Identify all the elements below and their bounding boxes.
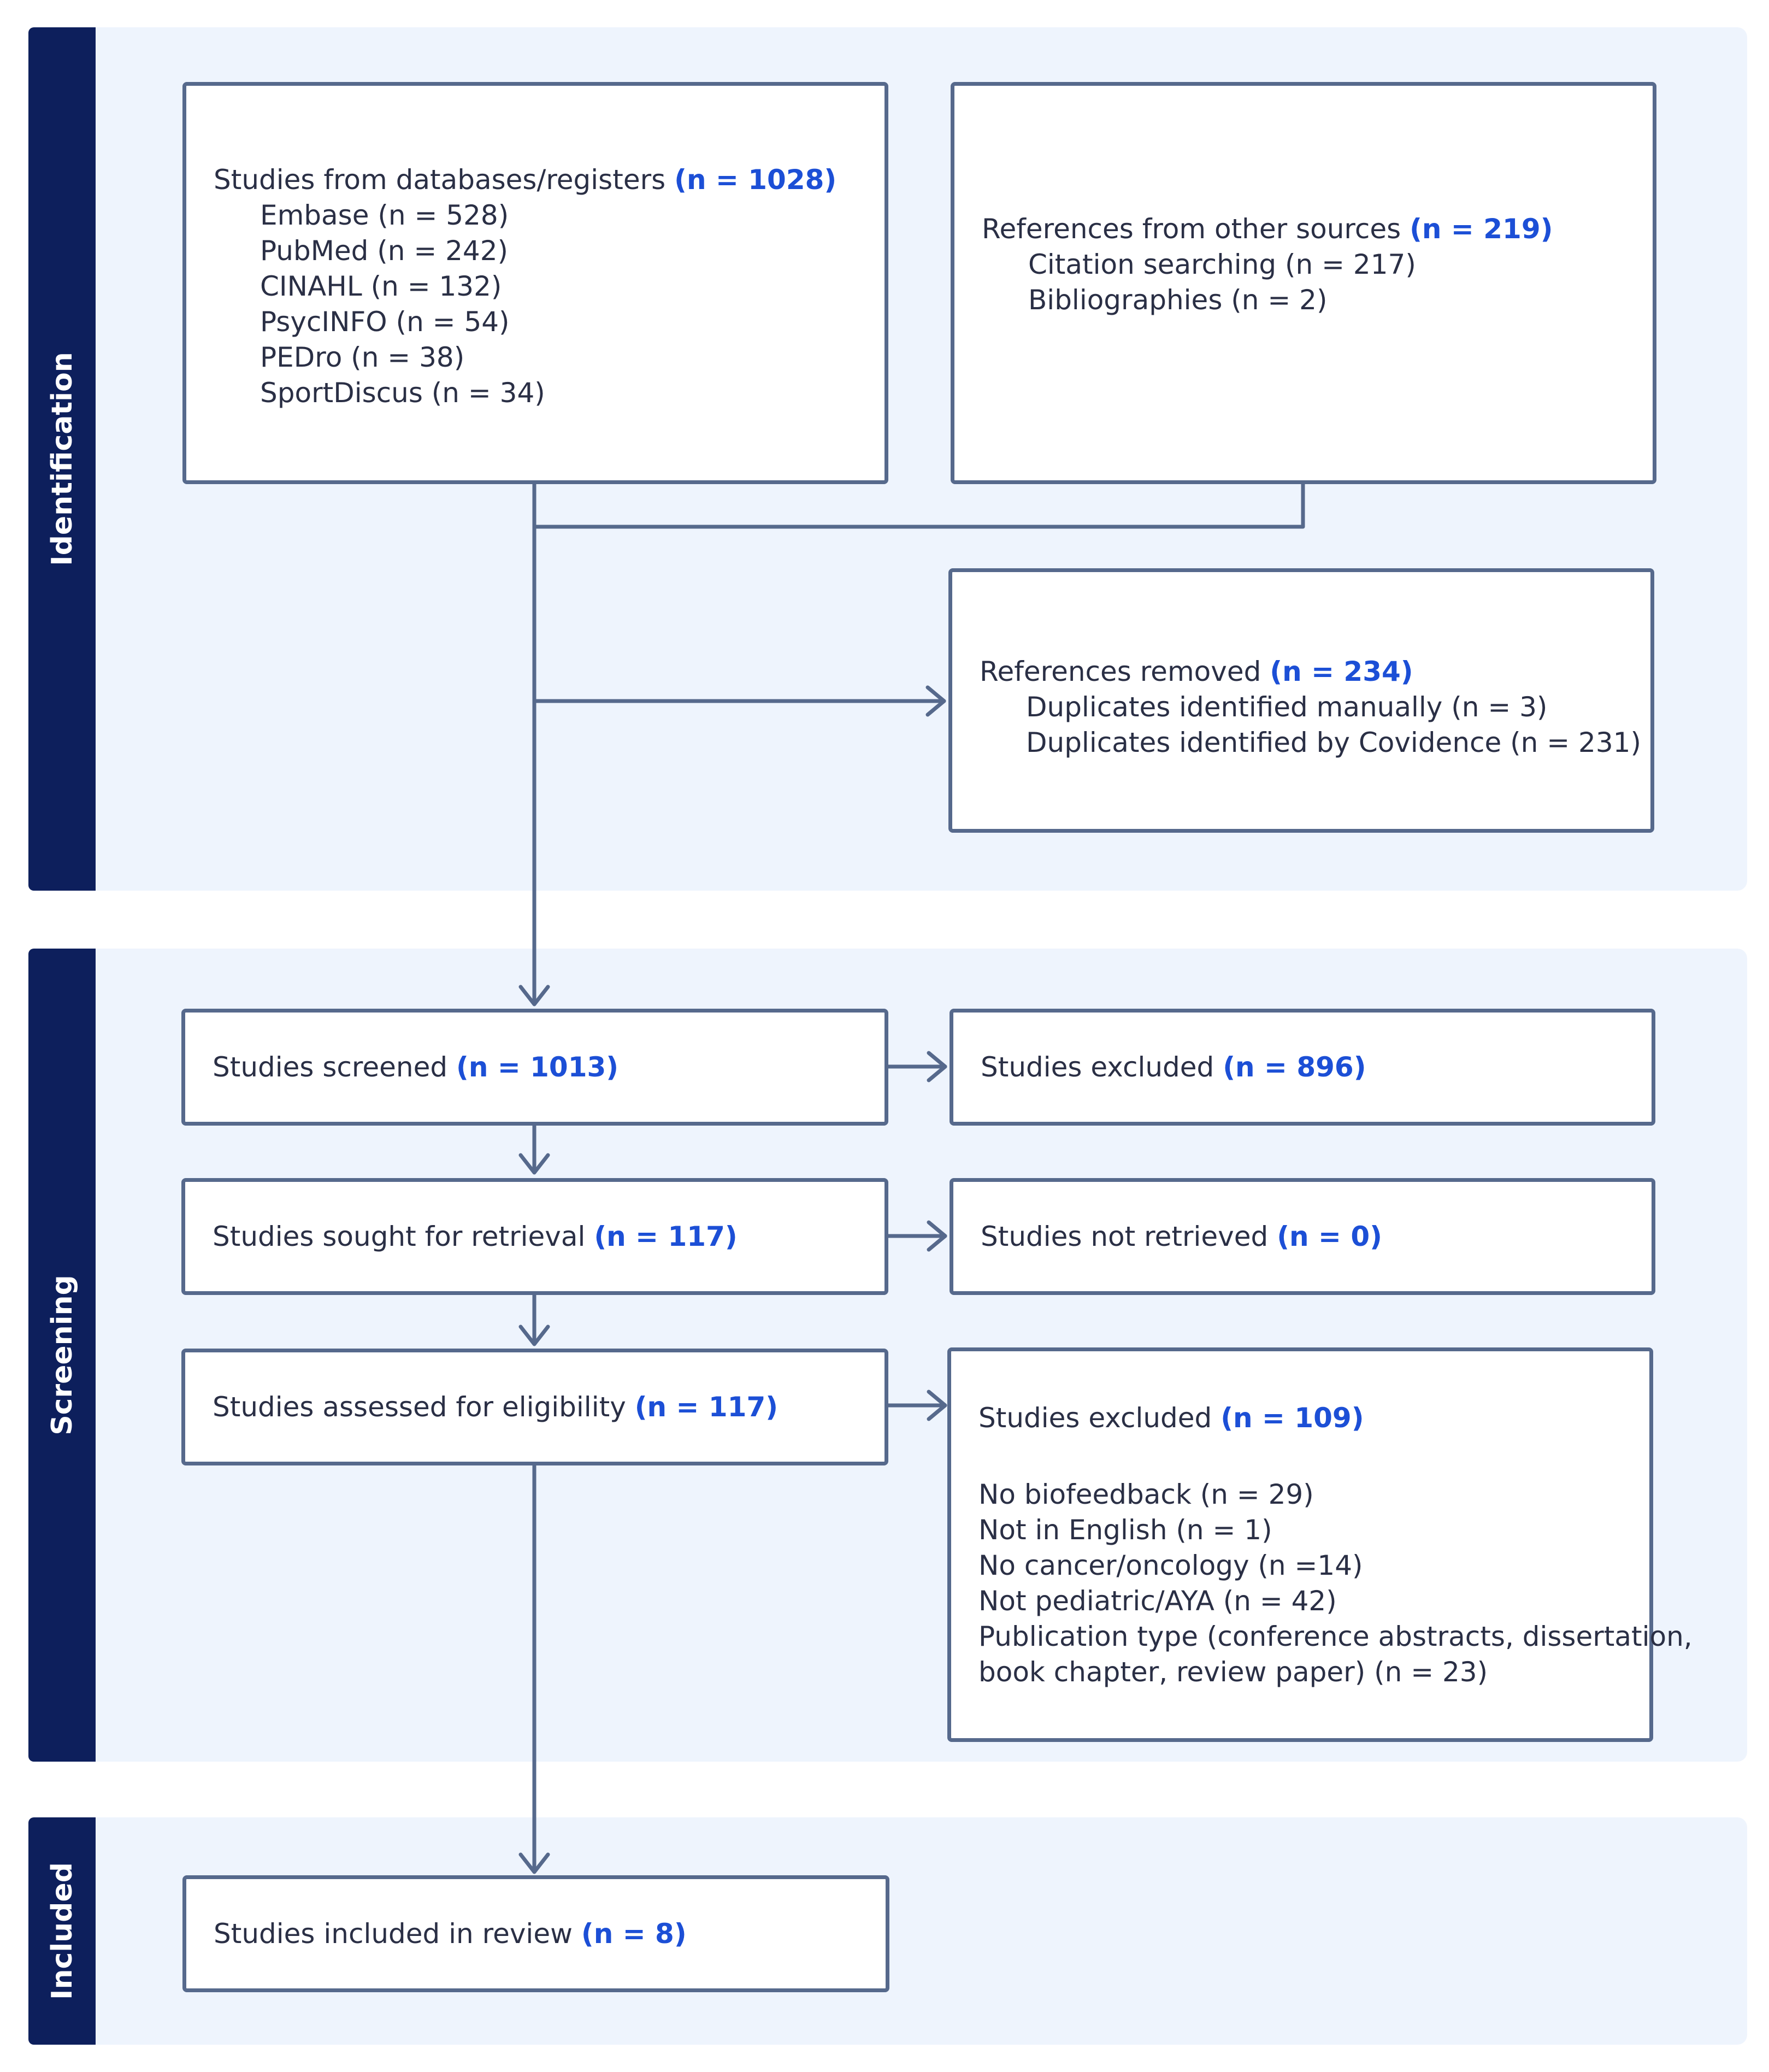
databases-box: Studies from databases/registers (n = 10… — [182, 82, 888, 484]
not-retrieved-count: (n = 0) — [1277, 1220, 1382, 1252]
database-item: PsycINFO (n = 54) — [260, 306, 510, 338]
excluded-screening-title: Studies excluded — [981, 1051, 1214, 1083]
sought-count: (n = 117) — [594, 1220, 738, 1252]
database-item: SportDiscus (n = 34) — [260, 377, 545, 409]
included-count: (n = 8) — [581, 1917, 687, 1950]
removed-box: References removed (n = 234) Duplicates … — [948, 568, 1654, 833]
arrow-not-retrieved — [927, 1220, 947, 1252]
database-item: CINAHL (n = 132) — [260, 270, 502, 302]
exclusion-reason: Publication type (conference abstracts, … — [978, 1621, 1693, 1652]
other-source-item: Bibliographies (n = 2) — [1028, 284, 1328, 316]
exclusion-reason: Not in English (n = 1) — [978, 1514, 1272, 1546]
removed-item: Duplicates identified by Covidence (n = … — [1026, 727, 1641, 758]
removed-count: (n = 234) — [1270, 656, 1413, 687]
arrow-sought — [518, 1153, 550, 1175]
database-item: PubMed (n = 242) — [260, 235, 509, 267]
excluded-screening-count: (n = 896) — [1223, 1051, 1366, 1083]
other-sources-heading: References from other sources (n = 219) — [982, 211, 1653, 247]
excluded-eligibility-box: Studies excluded (n = 109) No biofeedbac… — [947, 1347, 1693, 1742]
removed-item: Duplicates identified manually (n = 3) — [1026, 691, 1548, 723]
databases-count: (n = 1028) — [674, 164, 837, 196]
arrow-screened — [518, 985, 550, 1006]
arrow-removed — [925, 685, 946, 717]
assessed-box: Studies assessed for eligibility (n = 11… — [181, 1349, 888, 1465]
exclusion-reason: No biofeedback (n = 29) — [978, 1479, 1314, 1510]
assessed-title: Studies assessed for eligibility — [213, 1391, 626, 1423]
not-retrieved-title: Studies not retrieved — [981, 1220, 1269, 1252]
removed-title: References removed — [980, 656, 1261, 687]
excluded-eligibility-heading: Studies excluded (n = 109) — [978, 1400, 1649, 1436]
other-source-item: Citation searching (n = 217) — [1028, 249, 1416, 280]
included-bar — [28, 1817, 96, 2045]
arrow-included — [518, 1852, 550, 1874]
included-title: Studies included in review — [214, 1917, 573, 1950]
arrow-assessed — [518, 1325, 550, 1346]
identification-bar — [28, 27, 96, 891]
included-box: Studies included in review (n = 8) — [182, 1875, 889, 1992]
screened-box: Studies screened (n = 1013) — [181, 1009, 888, 1126]
screened-title: Studies screened — [213, 1051, 448, 1083]
screened-count: (n = 1013) — [456, 1051, 619, 1083]
assessed-count: (n = 117) — [634, 1391, 779, 1423]
database-item: Embase (n = 528) — [260, 199, 509, 231]
screening-bar — [28, 949, 96, 1762]
excluded-eligibility-title: Studies excluded — [978, 1402, 1212, 1434]
exclusion-reason: No cancer/oncology (n =14) — [978, 1550, 1363, 1581]
other-sources-box: References from other sources (n = 219) … — [951, 82, 1656, 484]
arrow-excluded — [927, 1051, 947, 1082]
sought-box: Studies sought for retrieval (n = 117) — [181, 1178, 888, 1295]
merge-line — [532, 480, 1305, 529]
databases-title: Studies from databases/registers — [214, 164, 666, 196]
exclusion-reason: book chapter, review paper) (n = 23) — [978, 1656, 1488, 1688]
database-item: PEDro (n = 38) — [260, 342, 465, 373]
databases-heading: Studies from databases/registers (n = 10… — [214, 162, 884, 198]
not-retrieved-box: Studies not retrieved (n = 0) — [950, 1178, 1655, 1295]
excluded-screening-box: Studies excluded (n = 896) — [950, 1009, 1655, 1126]
other-sources-count: (n = 219) — [1410, 213, 1553, 245]
removed-heading: References removed (n = 234) — [980, 654, 1650, 690]
exclusion-reason: Not pediatric/AYA (n = 42) — [978, 1585, 1337, 1617]
sought-title: Studies sought for retrieval — [213, 1220, 586, 1252]
other-sources-title: References from other sources — [982, 213, 1401, 245]
arrow-excluded-eligibility — [927, 1390, 947, 1421]
excluded-eligibility-count: (n = 109) — [1220, 1402, 1364, 1434]
